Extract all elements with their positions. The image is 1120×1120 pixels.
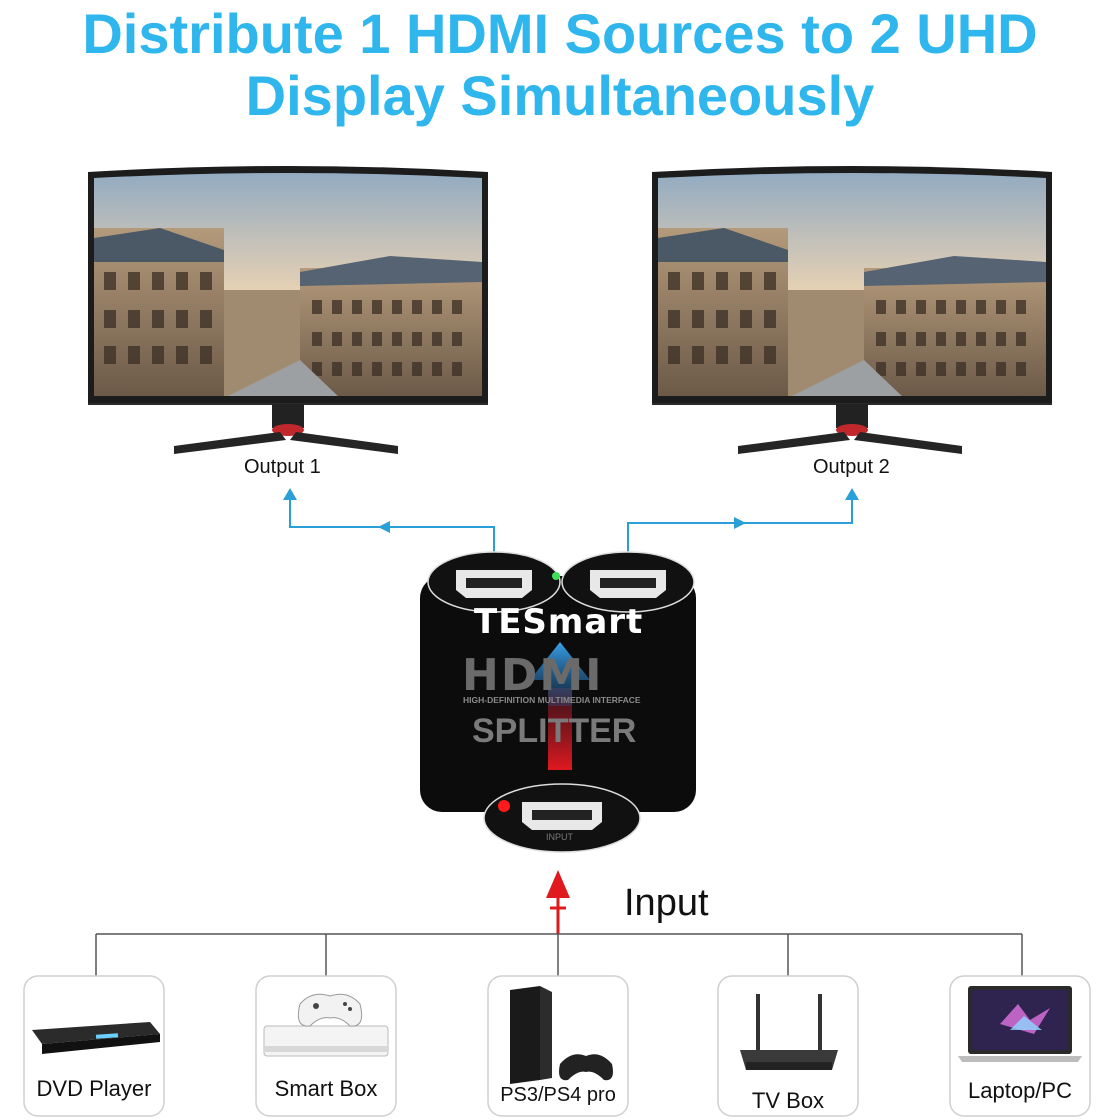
hdmi-port-icon [522, 802, 602, 830]
source-label-ps4: PS3/PS4 pro [500, 1084, 616, 1106]
brand-logo: TESmart [474, 602, 644, 642]
hdmi-port-icon [590, 570, 666, 598]
arrow-right-icon [734, 517, 746, 529]
arrow-up-icon [283, 488, 297, 500]
monitor-output-1 [88, 166, 488, 454]
hdmi-port-icon [456, 570, 532, 598]
game-console-icon [263, 993, 389, 1057]
dvd-player-icon [32, 1022, 160, 1054]
splitter-label: SPLITTER [472, 712, 637, 750]
output-1-connection [289, 500, 495, 562]
source-label-tv-box: TV Box [751, 1088, 825, 1113]
arrow-up-icon [530, 642, 590, 706]
ps4-console-icon [510, 986, 613, 1084]
city-screen-image [94, 173, 482, 396]
arrow-up-icon [546, 870, 570, 898]
page-title-line-1: Distribute 1 HDMI Sources to 2 UHD [82, 2, 1038, 65]
source-tree [95, 933, 1023, 976]
hdmi-logo-subtitle: HIGH-DEFINITION MULTIMEDIA INTERFACE [463, 695, 641, 705]
output-2-connection [627, 500, 853, 562]
laptop-icon [958, 986, 1082, 1062]
monitor-output-2 [652, 166, 1052, 454]
page-title-line-2: Display Simultaneously [245, 64, 875, 127]
source-label-laptop: Laptop/PC [968, 1078, 1072, 1103]
city-screen-image [658, 173, 1046, 396]
output-1-label: Output 1 [244, 456, 321, 478]
input-label: Input [624, 882, 709, 924]
source-card-tv-box [717, 975, 859, 1117]
source-label-dvd: DVD Player [36, 1076, 152, 1101]
input-port-label: INPUT [546, 832, 573, 842]
hdmi-logo: HDMI [462, 650, 604, 701]
arrow-left-icon [378, 521, 390, 533]
arrow-up-icon [845, 488, 859, 500]
source-label-smart-box: Smart Box [274, 1076, 378, 1101]
tv-box-icon [740, 994, 838, 1070]
output-2-label: Output 2 [813, 456, 890, 478]
